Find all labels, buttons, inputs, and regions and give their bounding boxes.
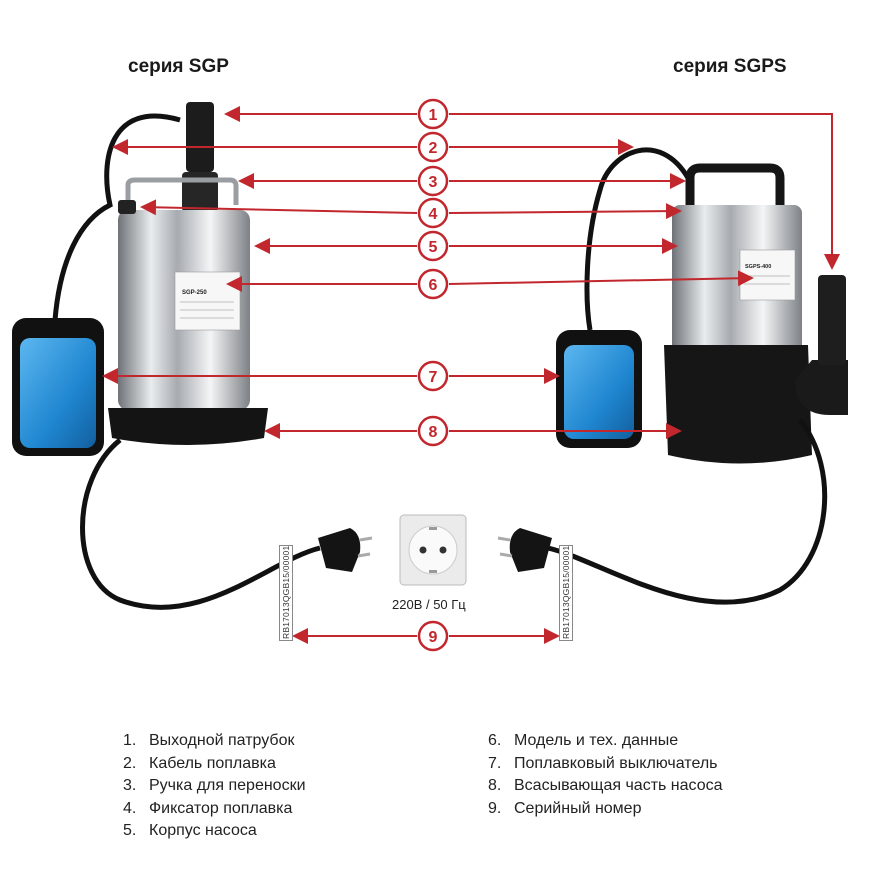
arrow-4-left	[140, 199, 418, 216]
callout-circles: 1 2 3 4 5 6 7 8 9	[417, 98, 449, 652]
legend-item: 1.Выходной патрубок	[123, 732, 295, 749]
legend-item: 3.Ручка для переноски	[123, 777, 306, 794]
arrow-1-right	[449, 113, 840, 270]
power-cable-right	[547, 418, 828, 605]
plug-right	[497, 528, 552, 572]
pump-body-right	[672, 205, 802, 355]
series-title-sgp: серия SGP	[128, 56, 229, 77]
svg-text:5: 5	[429, 239, 438, 256]
legend-item: 4.Фиксатор поплавка	[123, 799, 293, 817]
callout-4: 4	[417, 197, 449, 229]
outlet-left	[186, 102, 214, 172]
float-switch-right	[564, 345, 634, 439]
callout-7: 7	[417, 360, 449, 392]
power-cable-left	[80, 438, 321, 610]
callout-5: 5	[417, 230, 449, 262]
model-plate-left	[174, 271, 241, 331]
legend-item: 7.Поплавковый выключатель	[488, 754, 718, 772]
legend-left: 1.Выходной патрубок 2.Кабель поплавка 3.…	[123, 730, 306, 843]
svg-text:9: 9	[429, 629, 438, 646]
outlet-elbow-right	[795, 360, 848, 415]
plug-left	[318, 528, 373, 572]
float-cable-left	[52, 113, 181, 321]
model-text-right: SGPS-400	[745, 264, 771, 270]
pump-sgps: SGPS-400	[556, 147, 848, 464]
svg-text:6: 6	[429, 277, 438, 294]
callout-1: 1	[417, 98, 449, 130]
series-title-sgps: серия SGPS	[673, 56, 787, 77]
model-text-left: SGP-250	[182, 290, 207, 296]
pump-sgp: SGP-250	[12, 102, 268, 456]
serial-tag-right: RB17013QGB15/00001	[559, 545, 573, 641]
svg-text:4: 4	[429, 206, 438, 223]
legend-item: 5.Корпус насоса	[123, 822, 257, 839]
legend-right: 6.Модель и тех. данные 7.Поплавковый вык…	[488, 730, 723, 820]
svg-text:7: 7	[429, 369, 438, 386]
legend-item: 8.Всасывающая часть насоса	[488, 777, 723, 794]
callout-9: 9	[417, 620, 449, 652]
legend-item: 9.Серийный номер	[488, 799, 642, 817]
callout-2: 2	[417, 131, 449, 163]
svg-text:1: 1	[429, 107, 438, 124]
pump-base-left	[108, 408, 268, 445]
arrow-6-right	[448, 270, 754, 287]
float-switch-left	[20, 338, 96, 448]
power-socket	[399, 514, 467, 586]
voltage-label: 220В / 50 Гц	[392, 597, 466, 612]
outlet-right	[818, 275, 846, 365]
float-cable-right	[584, 147, 691, 331]
svg-text:2: 2	[429, 140, 438, 157]
float-fixator-left	[118, 200, 136, 214]
handle-left	[125, 177, 239, 205]
svg-text:3: 3	[429, 174, 438, 191]
arrow-4-right	[448, 203, 682, 220]
legend-item: 6.Модель и тех. данные	[488, 732, 679, 749]
callout-8: 8	[417, 415, 449, 447]
legend-item: 2.Кабель поплавка	[123, 754, 276, 772]
callout-6: 6	[417, 268, 449, 300]
serial-tag-left: RB17013QGB15/00001	[279, 545, 293, 641]
handle-right	[685, 163, 785, 205]
callout-arrows	[102, 106, 840, 644]
pump-base-right	[664, 345, 812, 464]
svg-text:8: 8	[429, 424, 438, 441]
callout-3: 3	[417, 165, 449, 197]
model-plate-right	[739, 249, 796, 301]
